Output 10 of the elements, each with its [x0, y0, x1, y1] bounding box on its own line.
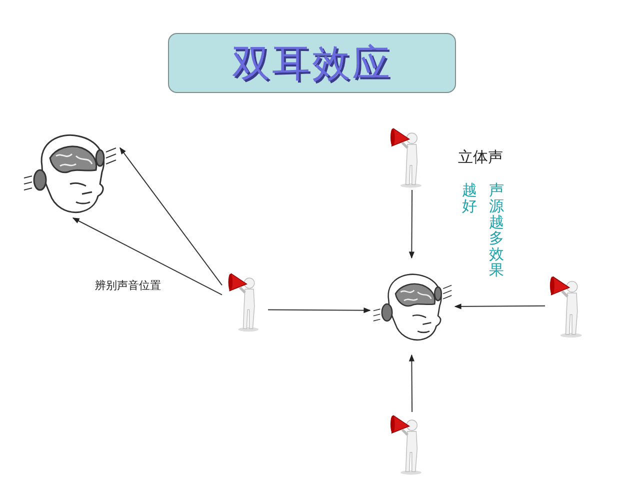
arrow — [120, 147, 222, 286]
vertical-note: 声源越多效果越好 — [462, 182, 504, 278]
arrow — [454, 304, 546, 310]
title: 双耳效应 — [232, 40, 392, 86]
arrow — [72, 218, 222, 296]
arrow — [268, 308, 371, 314]
arrow — [408, 190, 414, 259]
stereo-label: 立体声 — [458, 148, 503, 167]
location-label: 辨别声音位置 — [95, 278, 161, 293]
arrow — [408, 354, 414, 412]
